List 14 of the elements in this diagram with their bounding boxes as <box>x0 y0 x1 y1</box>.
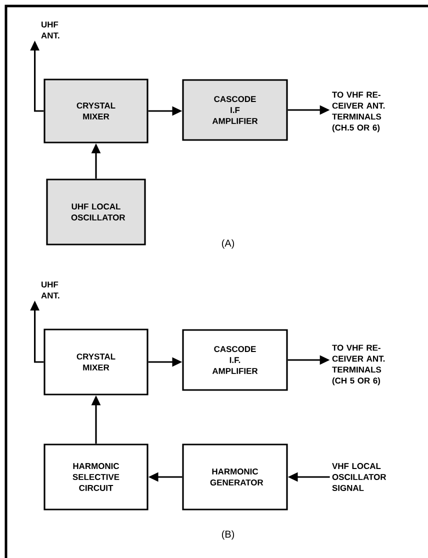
signal-label: UHF ANT. <box>41 282 60 298</box>
block-box: CASCODE I.F AMPLIFIER <box>182 79 288 141</box>
signal-label: TO VHF RE- CEIVER ANT. TERMINALS (CH 5 OR 6) <box>332 344 385 386</box>
signal-label: TO VHF RE- CEIVER ANT. TERMINALS (CH.5 OR 6) <box>332 92 385 132</box>
signal-label: VHF LOCAL OSCILLATOR SIGNAL <box>332 463 386 491</box>
block-box: CASCODE I.F. AMPLIFIER <box>182 329 288 391</box>
figure-label: (B) <box>222 530 234 540</box>
block-box: HARMONIC SELECTIVE CIRCUIT <box>44 444 148 510</box>
figure-label: (A) <box>222 239 234 249</box>
block-box: CRYSTAL MIXER <box>44 78 148 144</box>
signal-label: UHF ANT. <box>41 22 60 38</box>
block-box: HARMONIC GENERATOR <box>182 444 288 510</box>
block-box: CRYSTAL MIXER <box>44 328 148 396</box>
block-box: UHF LOCAL OSCILLATOR <box>46 178 146 246</box>
